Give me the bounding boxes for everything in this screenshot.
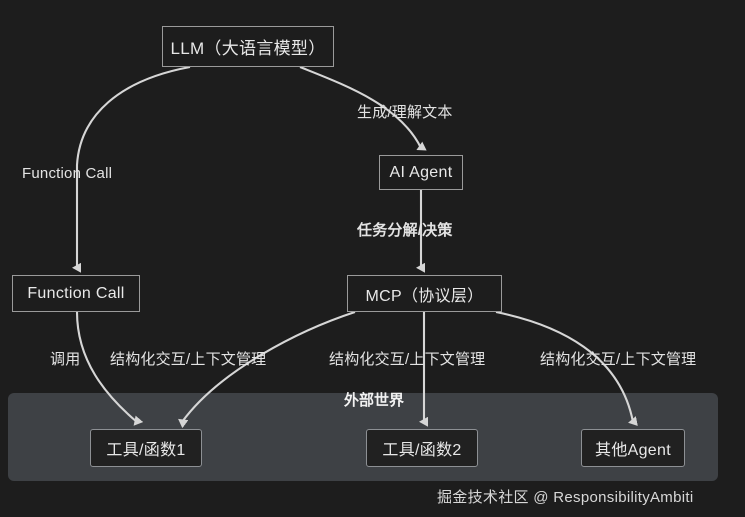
edge-label-function-call: Function Call xyxy=(22,165,113,182)
edge-label-invoke: 调用 xyxy=(50,351,81,368)
edge-label-structured-interaction-3: 结构化交互/上下文管理 xyxy=(540,351,697,368)
edge-label-generate-understand-text: 生成/理解文本 xyxy=(357,104,453,121)
edge-label-structured-interaction-1: 结构化交互/上下文管理 xyxy=(110,351,267,368)
node-tool1-label: 工具/函数1 xyxy=(106,442,186,459)
edge-label-structured-interaction-2: 结构化交互/上下文管理 xyxy=(329,351,486,368)
edge-label-task-decompose-decision: 任务分解/决策 xyxy=(357,222,453,239)
external-world-title: 外部世界 xyxy=(344,392,405,409)
node-ai-agent-label: AI Agent xyxy=(389,163,453,181)
node-other-agent-label: 其他Agent xyxy=(595,442,671,459)
node-function-call[interactable]: Function Call xyxy=(12,275,140,312)
node-llm-label: LLM（大语言模型） xyxy=(170,39,326,58)
node-function-call-label: Function Call xyxy=(27,284,125,302)
node-other-agent[interactable]: 其他Agent xyxy=(581,429,685,467)
node-tool1[interactable]: 工具/函数1 xyxy=(90,429,202,467)
node-tool2-label: 工具/函数2 xyxy=(382,442,462,459)
node-mcp[interactable]: MCP（协议层） xyxy=(347,275,502,312)
watermark: 掘金技术社区 @ ResponsibilityAmbiti xyxy=(437,489,694,506)
node-mcp-label: MCP（协议层） xyxy=(365,287,484,305)
node-ai-agent[interactable]: AI Agent xyxy=(379,155,463,190)
node-llm[interactable]: LLM（大语言模型） xyxy=(162,26,334,67)
node-tool2[interactable]: 工具/函数2 xyxy=(366,429,478,467)
